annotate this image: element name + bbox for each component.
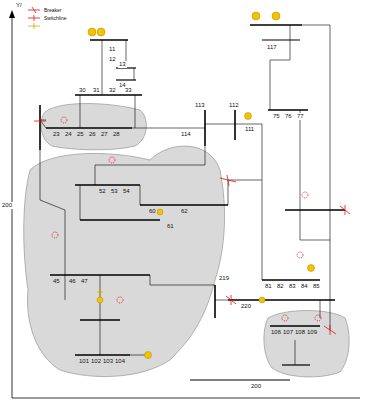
bus-number: 108 (294, 329, 306, 336)
bus-number: 117 (266, 44, 278, 51)
bus-number: 54 (122, 188, 131, 195)
bus-number: 83 (288, 283, 297, 290)
bus-number: 219 (218, 275, 230, 282)
bus-number: 107 (282, 329, 294, 336)
bus-number: 61 (166, 223, 175, 230)
bus-number: 23 (52, 131, 61, 138)
scale-value: 200 (250, 383, 262, 390)
bus-number: 46 (68, 278, 77, 285)
legend-row: Breaker (42, 7, 62, 13)
scale-value: 200 (1, 202, 13, 209)
bus-number: 52 (98, 188, 107, 195)
bus-number: 220 (240, 303, 252, 310)
legend-text: Switchline (44, 15, 67, 21)
bus-number: 77 (296, 113, 305, 120)
bus-number: 113 (194, 102, 206, 109)
bus-number: 31 (92, 87, 101, 94)
axis-label: Y/ (15, 2, 23, 9)
bus-number: 25 (76, 131, 85, 138)
bus-number: 27 (100, 131, 109, 138)
bus-number: 62 (180, 208, 189, 215)
bus-number: 114 (180, 131, 192, 138)
bus-number: 24 (64, 131, 73, 138)
bus-number: 60 (148, 208, 157, 215)
bus-number: 32 (108, 87, 117, 94)
bus-number: 102 (90, 358, 102, 365)
bus-number: 104 (114, 358, 126, 365)
bus-number: 106 (270, 329, 282, 336)
legend-text: Breaker (44, 7, 62, 13)
bus-number: 76 (284, 113, 293, 120)
bus-number: 30 (78, 87, 87, 94)
bus-number: 85 (312, 283, 321, 290)
bus-number: 53 (110, 188, 119, 195)
bus-number: 26 (88, 131, 97, 138)
bus-number: 45 (52, 278, 61, 285)
bus-number: 112 (228, 102, 240, 109)
bus-number: 111 (244, 126, 255, 133)
bus-number: 82 (276, 283, 285, 290)
bus-number: 12 (108, 56, 117, 63)
bus-number: 11 (108, 46, 116, 53)
bus-number: 28 (112, 131, 121, 138)
legend-row: Switchline (42, 15, 67, 21)
bus-number: 101 (78, 358, 90, 365)
bus-number: 33 (124, 87, 133, 94)
bus-number: 47 (80, 278, 89, 285)
bus-number: 84 (300, 283, 309, 290)
bus-number: 81 (264, 283, 273, 290)
bus-number: 75 (272, 113, 281, 120)
bus-number: 103 (102, 358, 114, 365)
bus-number: 13 (118, 61, 127, 68)
bus-number: 109 (306, 329, 318, 336)
